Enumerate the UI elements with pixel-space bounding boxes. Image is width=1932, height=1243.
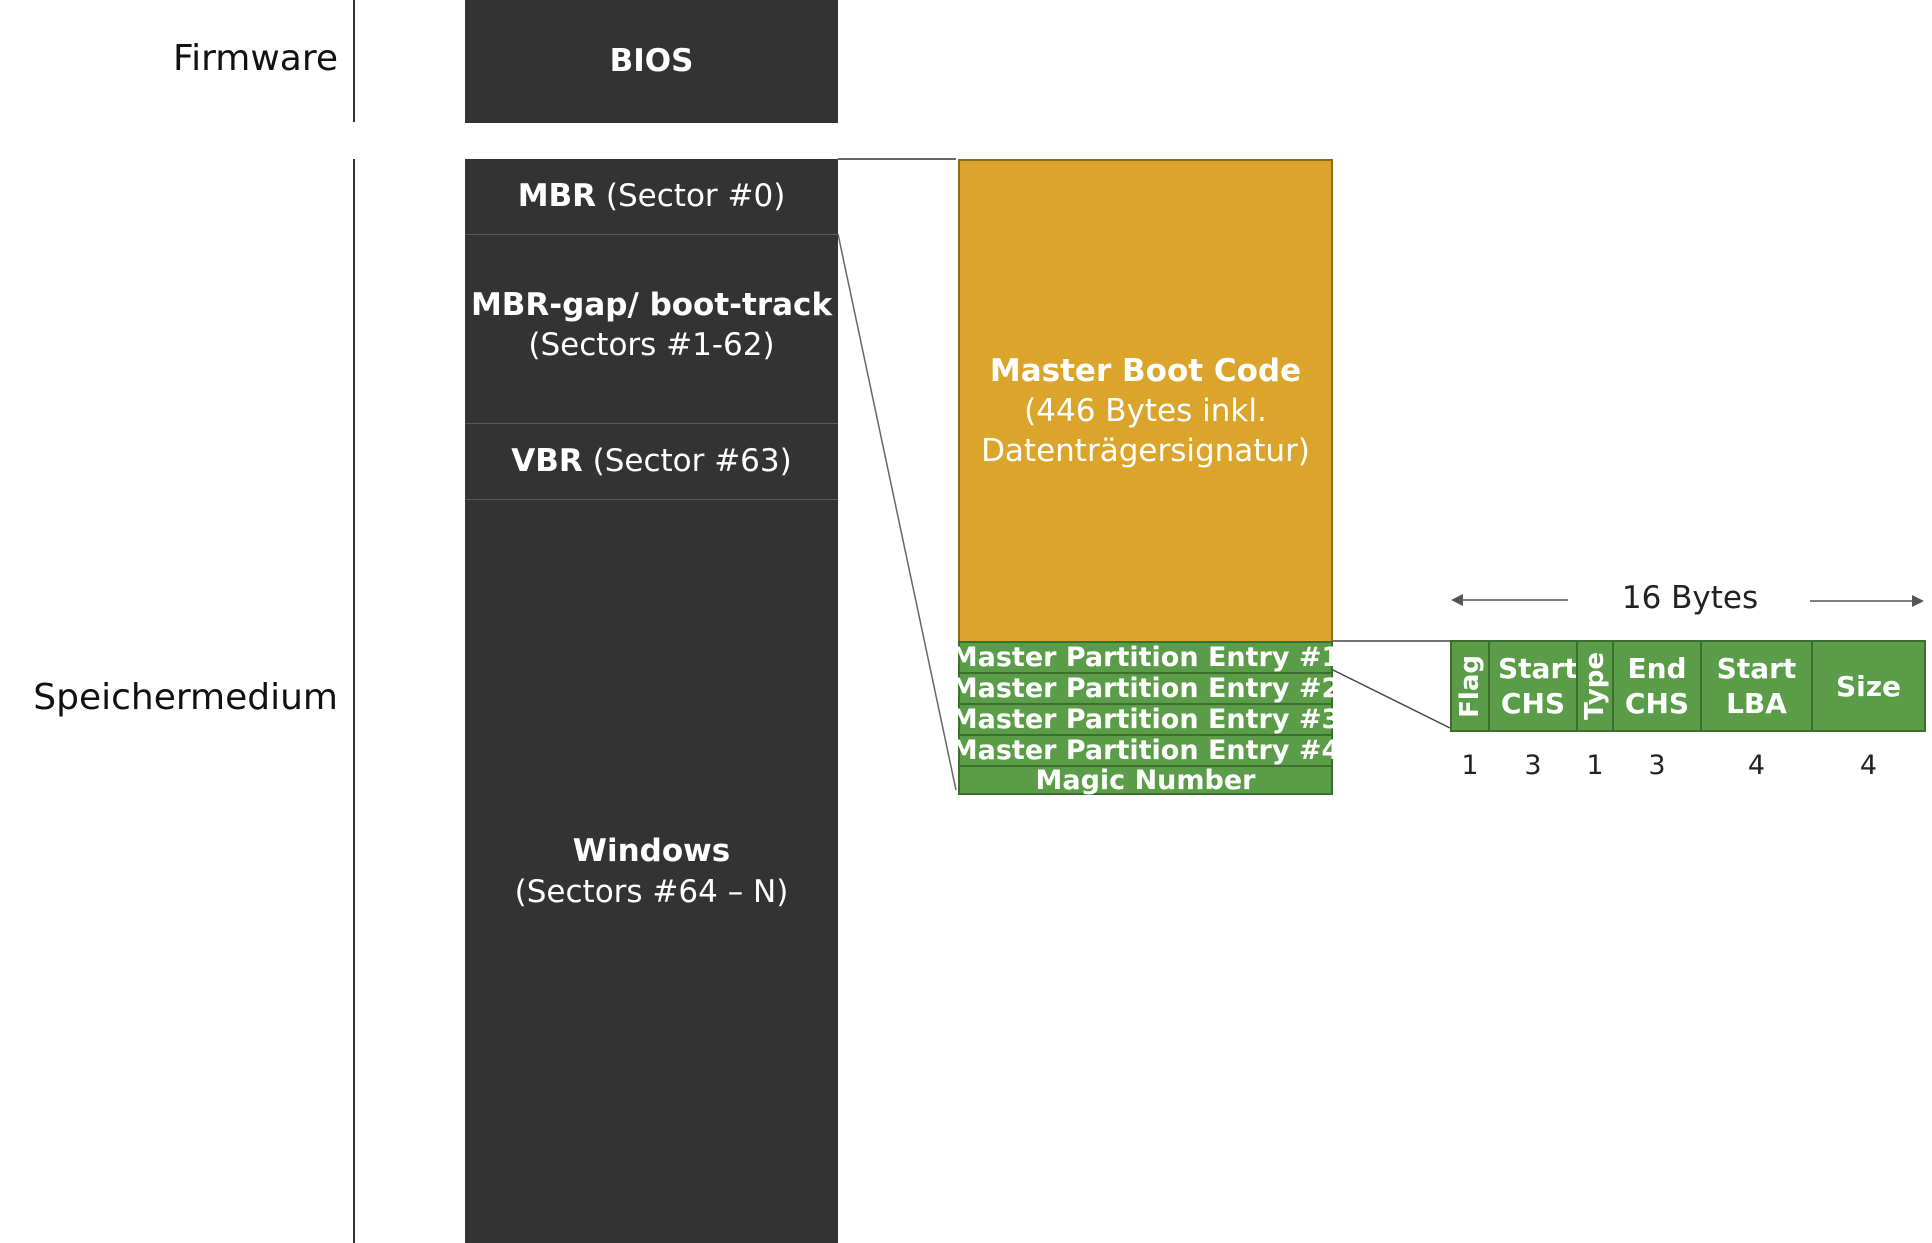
windows-sectors: (Sectors #64 – N) xyxy=(514,873,789,910)
mbr-sector: (Sector #0) xyxy=(596,178,786,215)
field-flag: Flag xyxy=(1450,640,1490,732)
field-size: Size xyxy=(1811,640,1926,732)
bios-block: BIOS xyxy=(465,0,838,123)
mbr-gap-sectors: (Sectors #1-62) xyxy=(528,327,775,364)
partition-entry-2: Master Partition Entry #2 xyxy=(950,672,1341,705)
field-end-chs-label: End CHS xyxy=(1624,652,1690,720)
field-size-bytes: 4 xyxy=(1859,750,1878,781)
gap-separator xyxy=(465,423,838,424)
bios-label: BIOS xyxy=(609,43,694,80)
field-type-label: Type xyxy=(1579,652,1610,720)
partition-entry-1: Master Partition Entry #1 xyxy=(950,641,1341,674)
field-flag-bytes: 1 xyxy=(1461,750,1479,781)
magic-number-entry: Magic Number xyxy=(958,765,1333,796)
field-start-chs-label: Start CHS xyxy=(1498,652,1578,720)
field-start-chs: Start CHS xyxy=(1488,640,1578,732)
mbr-gap-block: MBR-gap/ boot-track (Sectors #1-62) xyxy=(465,235,838,423)
field-end-chs: End CHS xyxy=(1612,640,1702,732)
field-type-bytes: 1 xyxy=(1586,750,1604,781)
windows-title: Windows xyxy=(572,833,731,870)
partition-entry-3: Master Partition Entry #3 xyxy=(950,703,1341,736)
master-boot-code-signature: Datenträgersignatur) xyxy=(981,433,1310,470)
mbr-separator xyxy=(465,234,838,235)
field-end-chs-bytes: 3 xyxy=(1648,750,1666,781)
vbr-title: VBR xyxy=(511,443,583,480)
storage-label: Speichermedium xyxy=(33,677,338,718)
field-type: Type xyxy=(1576,640,1614,732)
storage-column xyxy=(465,159,838,1243)
field-start-lba-label: Start LBA xyxy=(1716,652,1797,720)
vbr-block: VBR (Sector #63) xyxy=(465,424,838,499)
vbr-sector: (Sector #63) xyxy=(582,443,792,480)
partition-entry-4: Master Partition Entry #4 xyxy=(950,734,1341,767)
master-boot-code-size: (446 Bytes inkl. xyxy=(1024,392,1267,429)
field-start-lba: Start LBA xyxy=(1700,640,1813,732)
entry-width-label: 16 Bytes xyxy=(1621,580,1759,616)
mbr-block: MBR (Sector #0) xyxy=(465,159,838,234)
field-size-label: Size xyxy=(1835,669,1902,703)
firmware-divider xyxy=(353,0,355,122)
field-start-chs-bytes: 3 xyxy=(1524,750,1542,781)
storage-divider xyxy=(353,159,355,1243)
master-boot-code-title: Master Boot Code xyxy=(989,352,1302,389)
firmware-label: Firmware xyxy=(173,38,338,79)
windows-block: Windows (Sectors #64 – N) xyxy=(465,500,838,1243)
mbr-title: MBR xyxy=(517,178,597,215)
field-start-lba-bytes: 4 xyxy=(1747,750,1766,781)
vbr-separator xyxy=(465,499,838,500)
mbr-gap-title: MBR-gap/ boot-track xyxy=(470,287,833,323)
field-flag-label: Flag xyxy=(1454,654,1485,718)
master-boot-code-block: Master Boot Code (446 Bytes inkl. Datent… xyxy=(958,159,1333,643)
